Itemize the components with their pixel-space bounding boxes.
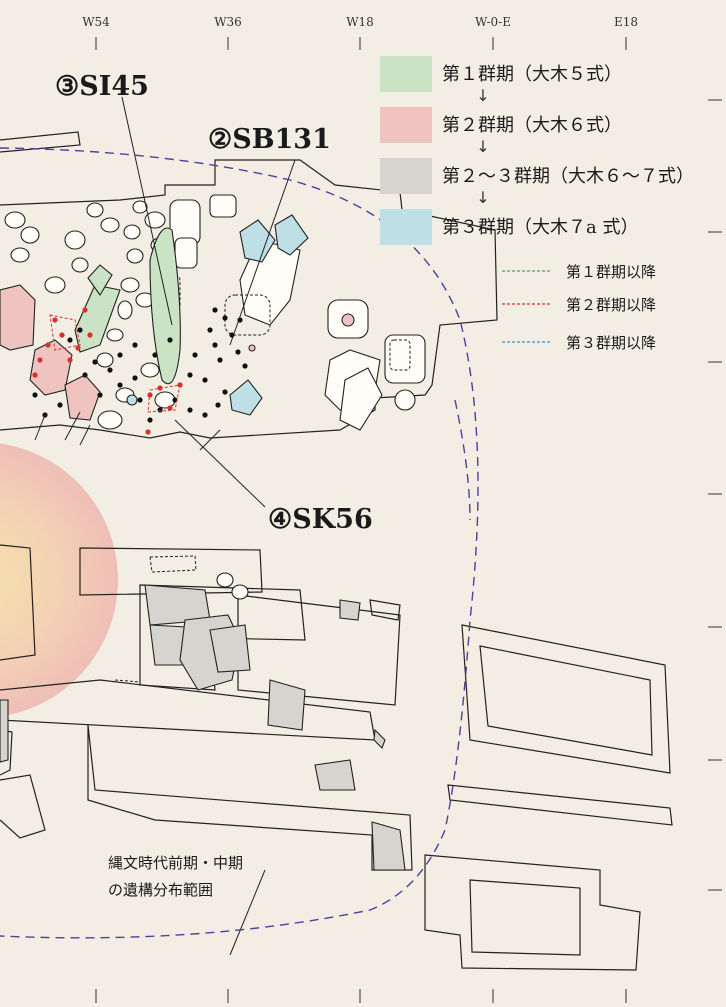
legend-swatch-phase2 (380, 107, 432, 143)
grid-ticks-bottom (95, 989, 627, 1003)
label-sk56: ④SK56 (268, 504, 373, 535)
phase3-features (126, 214, 309, 416)
distribution-boundary-inner (454, 399, 471, 521)
leader-lines (34, 96, 296, 956)
legend-swatch-phase1 (380, 56, 432, 92)
legend-arrow-1: ↓ (476, 86, 489, 105)
grid-ticks-top (95, 37, 627, 50)
distribution-boundary (0, 147, 479, 939)
phase2-3-features (0, 555, 406, 871)
legend-label-phase2-3: 第２～３群期（大木６～７式） (442, 166, 694, 187)
red-dashed-structure (49, 314, 81, 351)
lower-excavation-outlines (0, 544, 673, 971)
red-dashed-structure-2 (147, 384, 181, 413)
legend-label-phase1: 第１群期（大木５式） (442, 64, 622, 85)
grid-ticks-right (708, 99, 722, 891)
legend-line-label-phase1: 第１群期以降 (566, 263, 656, 281)
legend-label-phase3: 第３群期（大木７a 式） (442, 217, 638, 238)
upper-strip (0, 131, 81, 153)
grid-label-w54: W54 (82, 15, 110, 29)
legend-swatch-phase3 (380, 209, 432, 245)
grid-label-w36: W36 (214, 15, 242, 29)
label-si45: ③SI45 (55, 71, 149, 102)
glow-area (0, 443, 118, 717)
legend-label-phase2: 第２群期（大木６式） (442, 115, 622, 136)
note-line-1: 縄文時代前期・中期 (108, 854, 243, 872)
legend-line-label-phase3: 第３群期以降 (566, 334, 656, 352)
note-line-2: の遺構分布範囲 (108, 881, 213, 899)
legend-arrow-3: ↓ (476, 188, 489, 207)
upper-pits (4, 194, 426, 431)
legend-arrow-2: ↓ (476, 137, 489, 156)
legend: 第１群期（大木５式） ↓ 第２群期（大木６式） ↓ 第２～３群期（大木６～７式）… (380, 56, 694, 352)
upper-excavation-outline (0, 159, 498, 439)
grid-label-w0e: W-0-E (475, 15, 511, 29)
postholes (32, 307, 248, 423)
legend-swatch-phase2-3 (380, 158, 432, 194)
legend-line-label-phase2: 第２群期以降 (566, 296, 656, 314)
label-sb131: ②SB131 (208, 124, 331, 155)
grid-label-w18: W18 (346, 15, 374, 29)
grid-label-e18: E18 (614, 15, 638, 29)
phase2-features (0, 284, 101, 421)
